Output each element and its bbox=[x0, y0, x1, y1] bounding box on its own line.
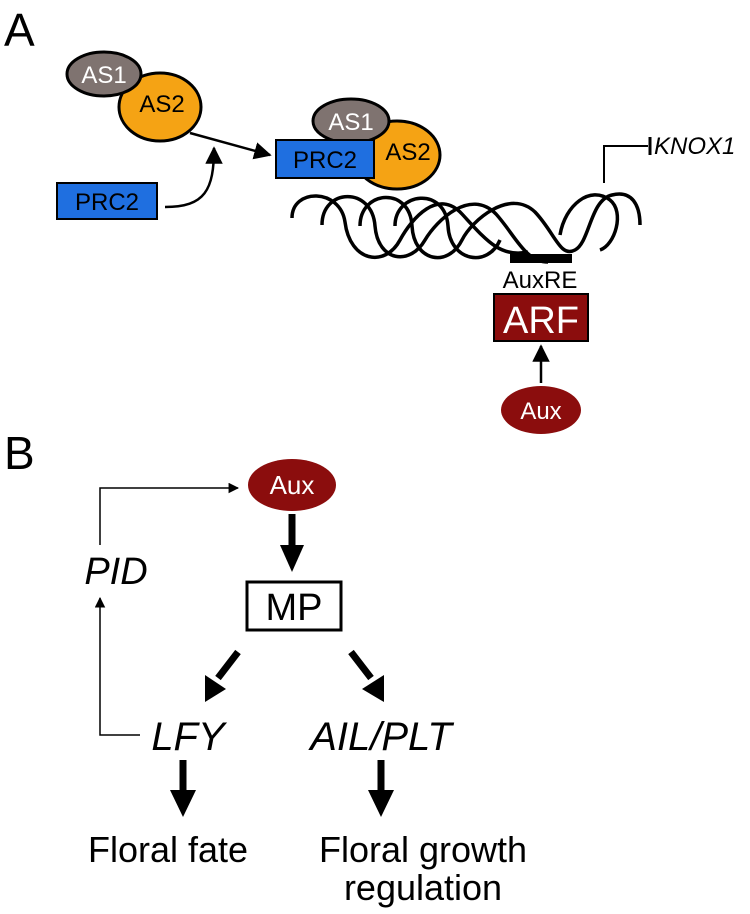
prc2-as-complex: AS1 AS2 PRC2 bbox=[275, 97, 442, 191]
aux-label-b: Aux bbox=[270, 470, 315, 500]
as-complex-free: AS1 AS2 bbox=[65, 50, 203, 143]
mp-to-ail-shaft bbox=[348, 649, 374, 681]
as1-label-bound: AS1 bbox=[328, 109, 373, 136]
panel-b-label: B bbox=[4, 427, 35, 479]
mp-to-ail-head bbox=[362, 675, 384, 702]
mp-box bbox=[245, 580, 343, 632]
regulation-label: regulation bbox=[344, 867, 502, 908]
pid-to-aux-arrow bbox=[99, 482, 240, 545]
mp-label: MP bbox=[266, 587, 323, 629]
knox1-label: KNOX1 bbox=[654, 133, 735, 160]
complex-assembly-arrow bbox=[189, 131, 272, 160]
prc2-recruit-arrow bbox=[164, 146, 223, 209]
aux-node-a bbox=[501, 386, 581, 434]
aux-node-b bbox=[248, 459, 336, 511]
as2-node bbox=[117, 71, 203, 143]
floral-fate-label: Floral fate bbox=[88, 829, 248, 870]
aux-label-a: Aux bbox=[520, 398, 561, 425]
lfy-label: LFY bbox=[151, 715, 228, 759]
ail-plt-label: AIL/PLT bbox=[308, 715, 454, 759]
auxre-label: AuxRE bbox=[503, 267, 578, 294]
arf-label: ARF bbox=[503, 300, 579, 342]
chromatin-dna bbox=[290, 192, 642, 264]
prc2-box bbox=[56, 182, 158, 220]
as1-label: AS1 bbox=[81, 62, 126, 89]
prc2-label-bound: PRC2 bbox=[293, 147, 357, 174]
ail-to-growth-head bbox=[368, 790, 394, 817]
floral-growth-label: Floral growth bbox=[319, 829, 527, 870]
knox1-promoter-line bbox=[603, 145, 648, 183]
panel-a-label: A bbox=[4, 4, 35, 56]
mp-to-lfy-shaft bbox=[215, 649, 241, 681]
lfy-to-pid-arrow bbox=[94, 596, 140, 736]
arf-box bbox=[493, 293, 589, 342]
prc2-box-bound bbox=[275, 139, 375, 179]
pid-label: PID bbox=[84, 551, 147, 593]
as1-node bbox=[65, 50, 143, 98]
aux-to-mp-head bbox=[280, 545, 304, 572]
lfy-to-fate-head bbox=[170, 790, 196, 817]
prc2-label: PRC2 bbox=[75, 189, 139, 216]
as2-label-bound: AS2 bbox=[385, 139, 430, 166]
as2-label: AS2 bbox=[139, 91, 184, 118]
auxre-bar bbox=[510, 254, 572, 263]
prc2-free: PRC2 bbox=[56, 182, 158, 220]
mp-to-lfy-head bbox=[205, 675, 226, 702]
